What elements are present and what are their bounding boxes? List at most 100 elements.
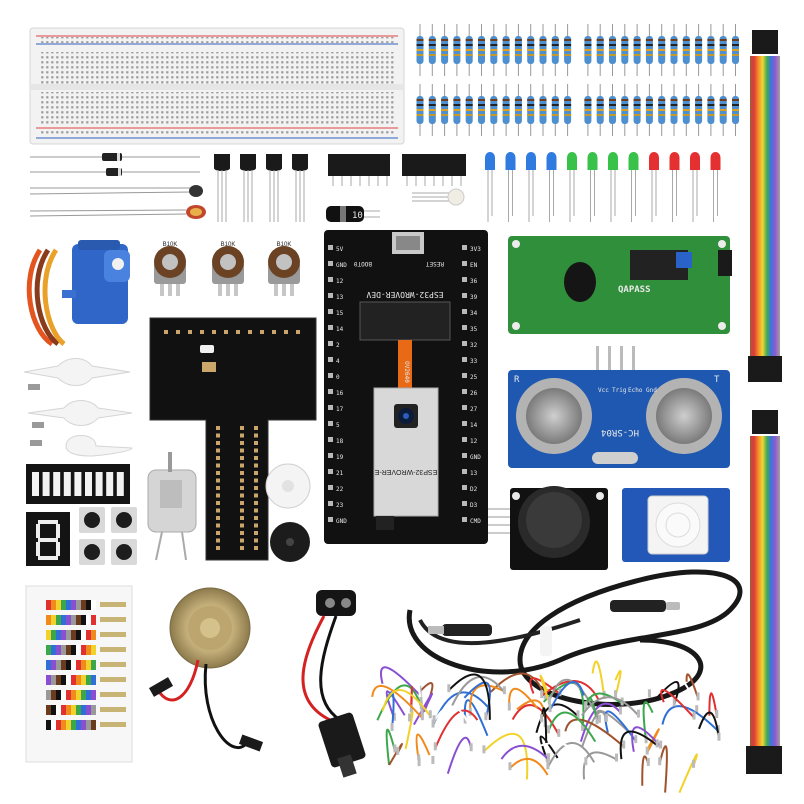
led <box>628 152 639 222</box>
resistor <box>490 84 498 136</box>
jumper-wire <box>388 743 403 766</box>
jumper-wire <box>646 728 660 754</box>
jumper-wire <box>579 702 622 742</box>
resistor <box>670 84 678 136</box>
esp32-pin-label: 34 <box>470 310 478 317</box>
battery-clip <box>301 590 366 778</box>
push-button <box>111 507 137 533</box>
resistor <box>478 84 485 136</box>
jumper-wire <box>582 751 618 780</box>
esp32-pin-label: 4 <box>336 358 340 365</box>
capacitor-label: 10 <box>352 211 363 221</box>
jumper-wire <box>547 711 597 743</box>
led-bar-segment <box>106 472 114 496</box>
esp32-pin-label: 14 <box>470 422 478 429</box>
esp32-pin-label: 19 <box>336 454 344 461</box>
jumper-wire <box>626 667 651 696</box>
lcd-i2c-module: QAPASS <box>508 236 732 334</box>
potentiometer: B10K <box>268 242 300 296</box>
active-buzzer <box>270 522 310 562</box>
jumper-wire <box>619 730 658 760</box>
esp32-pin-label: 32 <box>470 342 478 349</box>
esp32-pin-label: D2 <box>470 486 478 493</box>
esp32-pin-label: 14 <box>336 326 344 333</box>
resistor <box>682 24 690 76</box>
resistor <box>584 24 592 76</box>
dupont-ribbon-bottom <box>746 410 782 774</box>
photoresistor <box>29 205 206 219</box>
ultrasonic-left-mark: R <box>514 375 520 385</box>
jumper-wire <box>708 692 718 717</box>
led-bar-segment <box>53 472 61 496</box>
resistor <box>707 84 715 136</box>
resistor <box>490 24 498 76</box>
esp32-pin-label: 23 <box>336 502 344 509</box>
lcd-brand-label: QAPASS <box>618 285 651 295</box>
esp32-shield-label: ESP32-WROVER-E <box>374 468 437 475</box>
ultrasonic-pin-trig: Trig <box>612 387 627 394</box>
resistor <box>719 24 727 76</box>
resistor <box>539 84 547 136</box>
joystick-module <box>488 486 608 570</box>
jumper-wire <box>511 704 560 736</box>
color-code-bands <box>46 600 126 730</box>
reset-label: RESET <box>426 260 444 267</box>
resistor <box>441 24 449 76</box>
resistor <box>584 84 592 136</box>
transistor <box>214 154 230 222</box>
resistor <box>658 24 666 76</box>
led <box>567 152 577 222</box>
boot-label: BOOT0 <box>354 260 372 267</box>
resistor <box>465 24 473 76</box>
esp32-pin-label: GND <box>470 454 481 461</box>
led <box>649 152 659 222</box>
esp32-board: BOOT0 RESET ESP32-WROVER-DEV OV2640 ESP3… <box>324 230 488 544</box>
esp32-pin-label: 5V <box>336 246 344 253</box>
led-bar-segment <box>95 472 103 496</box>
resistor <box>514 24 522 76</box>
esp32-pin-label: EN <box>470 262 478 269</box>
resistor <box>428 84 436 136</box>
led-bar-segment <box>85 472 92 496</box>
esp32-pin-label: 33 <box>470 358 478 365</box>
esp32-pin-label: 15 <box>336 310 344 317</box>
led-bar-segment <box>42 472 50 496</box>
jumper-wire <box>548 679 601 722</box>
resistor <box>719 84 727 136</box>
led <box>485 152 495 222</box>
passive-buzzer <box>265 463 311 509</box>
resistor <box>670 24 678 76</box>
jumper-wire <box>631 726 662 752</box>
transistor <box>240 154 256 222</box>
led <box>669 152 680 222</box>
led-bar-segment <box>74 472 82 496</box>
seven-segment-display <box>26 512 70 566</box>
electrolytic-capacitor: 10 <box>326 206 380 222</box>
push-button <box>79 539 105 565</box>
jumper-wire <box>591 660 606 698</box>
esp32-module-label: ESP32-WROVER-DEV <box>366 290 443 299</box>
breadboard <box>29 27 405 145</box>
led-bar-segments <box>32 472 124 496</box>
jumper-wire <box>581 696 640 717</box>
jumper-wire <box>386 753 420 788</box>
led <box>710 152 721 222</box>
transistor <box>266 154 282 222</box>
resistor <box>658 84 666 136</box>
esp32-pin-label: 17 <box>336 406 344 413</box>
resistor <box>621 84 629 136</box>
esp32-pin-label: 22 <box>336 486 344 493</box>
resistor <box>453 84 461 136</box>
jumper-wire <box>463 681 492 719</box>
camera-label: OV2640 <box>403 361 410 383</box>
resistor <box>539 24 547 76</box>
led <box>690 152 700 222</box>
resistor <box>564 84 572 136</box>
led-set <box>485 152 721 222</box>
resistor <box>707 24 715 76</box>
jumper-wire <box>434 709 479 749</box>
esp32-pin-label: 12 <box>336 278 344 285</box>
jumper-wire <box>685 673 700 699</box>
